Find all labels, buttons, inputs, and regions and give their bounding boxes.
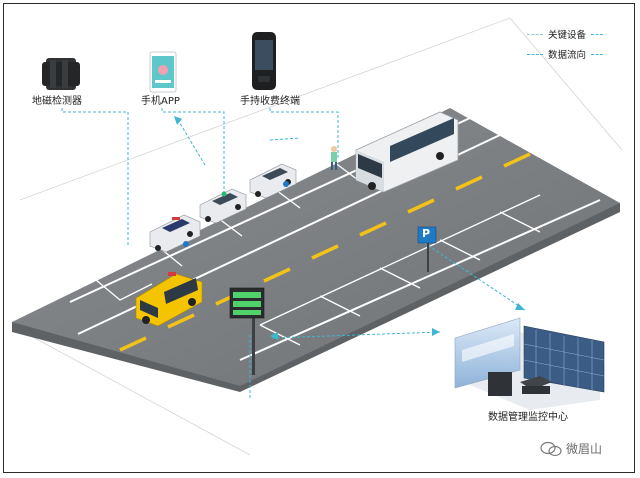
wechat-icon [540,441,562,456]
center-line [119,152,531,352]
legend-flow-trail [591,53,604,55]
legend-device-label: 关键设备 [548,30,587,41]
toll-collector-person [331,146,337,170]
data-flow-lines [61,108,526,400]
school-van [135,272,203,327]
parking-sign-glyph: P [422,227,431,240]
legend-data-flow: 数据流向 [527,44,604,64]
perspective-guides [19,17,623,456]
legend-flow-line [527,53,543,55]
police-car [149,214,201,253]
guidance-screen [229,287,265,375]
legend-device-trail [591,33,604,35]
center-label: 数据管理监控中心 [488,412,568,423]
app-label: 手机APP [141,96,180,107]
parking-sign [417,226,437,272]
handheld-label: 手持收费终端 [240,96,300,107]
sensor-device [42,58,80,90]
legend-flow-label: 数据流向 [548,50,587,61]
car-sedan-1 [249,163,297,199]
flow-arrowheads [174,116,525,340]
diagram-frame [3,3,635,473]
sensor-label: 地磁检测器 [32,96,82,107]
bus [355,111,459,193]
car-sedan-2 [199,188,247,224]
handheld-terminal-device [252,32,276,90]
parking-bays-near [259,194,541,346]
mobile-app-device [149,51,177,93]
legend: 关键设备 数据流向 [527,24,604,64]
watermark: 微眉山 [540,440,602,457]
legend-device-line [527,33,543,35]
watermark-text: 微眉山 [566,442,603,456]
monitoring-center [454,317,605,410]
legend-key-device: 关键设备 [527,24,604,44]
